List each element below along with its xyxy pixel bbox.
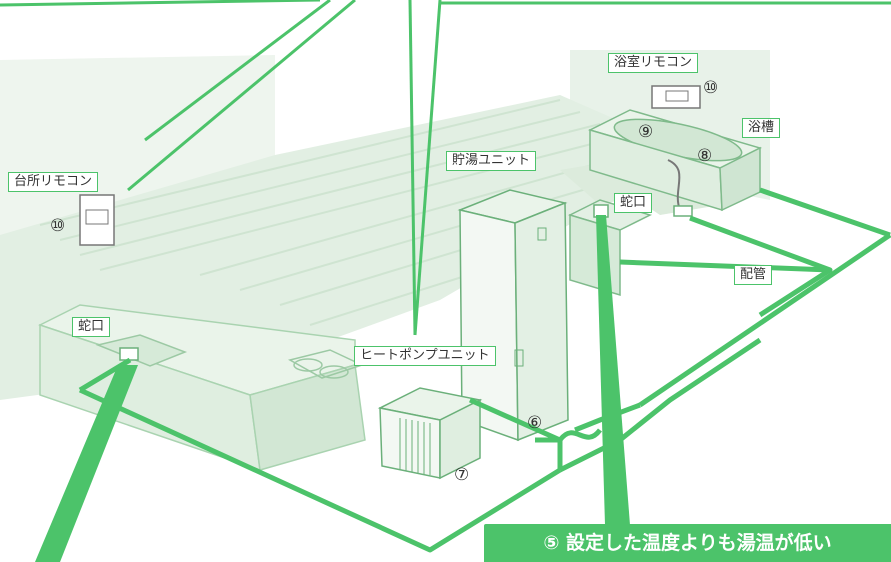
storage-unit-side: [514, 201, 569, 442]
number-bath-adapter: ⑧: [697, 146, 713, 166]
kitchen-remote-label: 台所リモコン: [8, 172, 99, 192]
heat-pump-unit-label: ヒートポンプユニット: [354, 346, 496, 366]
number-bath-fill: ⑨: [638, 122, 654, 142]
storage-unit-label: 貯湯ユニット: [446, 151, 537, 171]
bathroom-remote-device: [651, 85, 701, 109]
piping-lines: [78, 187, 891, 553]
bathroom-remote-screen: [665, 90, 689, 102]
number-heat-pump: ⑦: [454, 465, 470, 485]
bath-faucet-label: 蛇口: [614, 193, 653, 213]
shower-hose: [667, 159, 681, 211]
number-kitchen-remote: ⑩: [50, 216, 66, 236]
beam-kitchen-faucet: [35, 365, 138, 562]
symptom-callout: ⑤ 設定した温度よりも湯温が低い: [484, 524, 891, 562]
bathtub-label: 浴槽: [742, 118, 781, 138]
heat-pump-front: [379, 407, 441, 479]
piping-label: 配管: [734, 265, 773, 285]
storage-unit-panel: [537, 227, 547, 241]
kitchen-remote-screen: [85, 209, 109, 225]
number-pipe-joint: ⑥: [527, 413, 543, 433]
stove-burner-1: [293, 358, 323, 372]
kitchen-counter-side: [249, 364, 366, 471]
bathroom-remote-label: 浴室リモコン: [608, 53, 699, 73]
heat-pump-grille: [399, 418, 431, 475]
washstand-front: [569, 213, 621, 297]
kitchen-faucet-label: 蛇口: [72, 317, 111, 337]
kitchen-remote-device: [79, 194, 115, 246]
stove-burner-2: [319, 365, 349, 379]
beam-bath-faucet: [596, 215, 630, 525]
number-bathroom-remote: ⑩: [703, 78, 719, 98]
heat-pump-side: [439, 398, 481, 480]
kitchen-faucet: [119, 347, 139, 361]
storage-unit-port: [514, 349, 524, 367]
leader-lines: [0, 0, 442, 336]
bath-adapter: [673, 205, 693, 217]
